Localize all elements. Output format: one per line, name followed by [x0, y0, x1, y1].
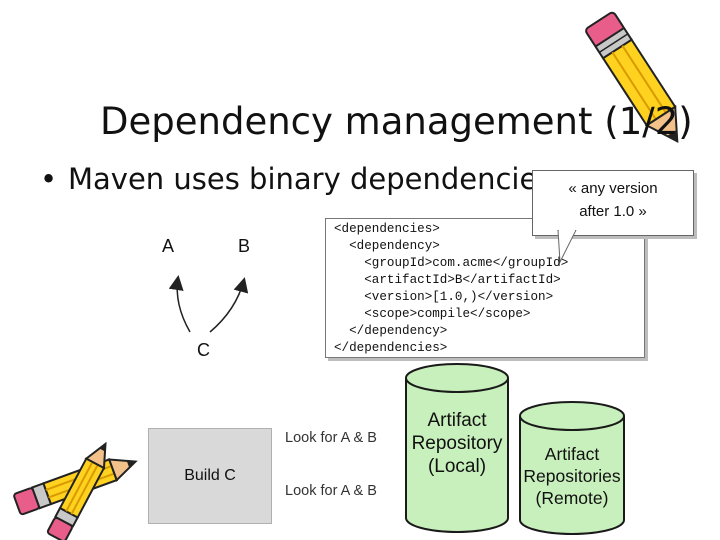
remote-repositories-cylinder [519, 401, 625, 535]
code-line: <dependencies> [334, 222, 440, 236]
local-repository-label: Artifact Repository (Local) [402, 409, 512, 478]
local-repo-line: (Local) [427, 456, 487, 477]
local-repo-line: Repository [411, 433, 503, 454]
local-repository-cylinder [405, 363, 509, 533]
build-label: Build C [184, 467, 236, 484]
bullet-point: • Maven uses binary dependencies [40, 162, 552, 196]
callout-line: « any version [568, 180, 658, 197]
callout-line: after 1.0 » [579, 203, 647, 220]
lookup-label-top: Look for A & B [285, 430, 377, 446]
build-box: Build C [148, 428, 272, 524]
pencil-icon [46, 441, 107, 540]
local-repo-line: Artifact [427, 410, 487, 431]
remote-repo-line: (Remote) [535, 488, 609, 508]
code-line: <groupId>com.acme</groupId> [334, 256, 569, 270]
dependency-graph [168, 275, 249, 333]
edge-c-to-b [209, 277, 249, 333]
lookup-label-bottom: Look for A & B [285, 483, 377, 499]
code-line: <scope>compile</scope> [334, 307, 531, 321]
remote-repositories-label: Artifact Repositories (Remote) [506, 443, 638, 509]
edge-c-to-a [168, 275, 191, 333]
code-line: <version>[1.0,)</version> [334, 290, 554, 304]
version-callout: « any version after 1.0 » [532, 170, 694, 236]
page-title: Dependency management (1/2) [100, 100, 693, 143]
node-b: B [238, 236, 251, 256]
callout-pointer [557, 230, 577, 264]
pencil-icon [585, 11, 679, 143]
node-a: A [162, 236, 175, 256]
code-line: </dependency> [334, 324, 448, 338]
code-line: </dependencies> [334, 341, 448, 355]
code-line: <dependency> [334, 239, 440, 253]
node-c: C [197, 340, 210, 360]
bullet-dot: • [40, 162, 58, 196]
remote-repo-line: Artifact [544, 444, 600, 464]
code-line: <artifactId>B</artifactId> [334, 273, 561, 287]
code-snippet-box: <dependencies> <dependency> <groupId>com… [325, 218, 645, 358]
bullet-text: Maven uses binary dependencies [68, 162, 553, 196]
remote-repo-line: Repositories [523, 466, 621, 486]
